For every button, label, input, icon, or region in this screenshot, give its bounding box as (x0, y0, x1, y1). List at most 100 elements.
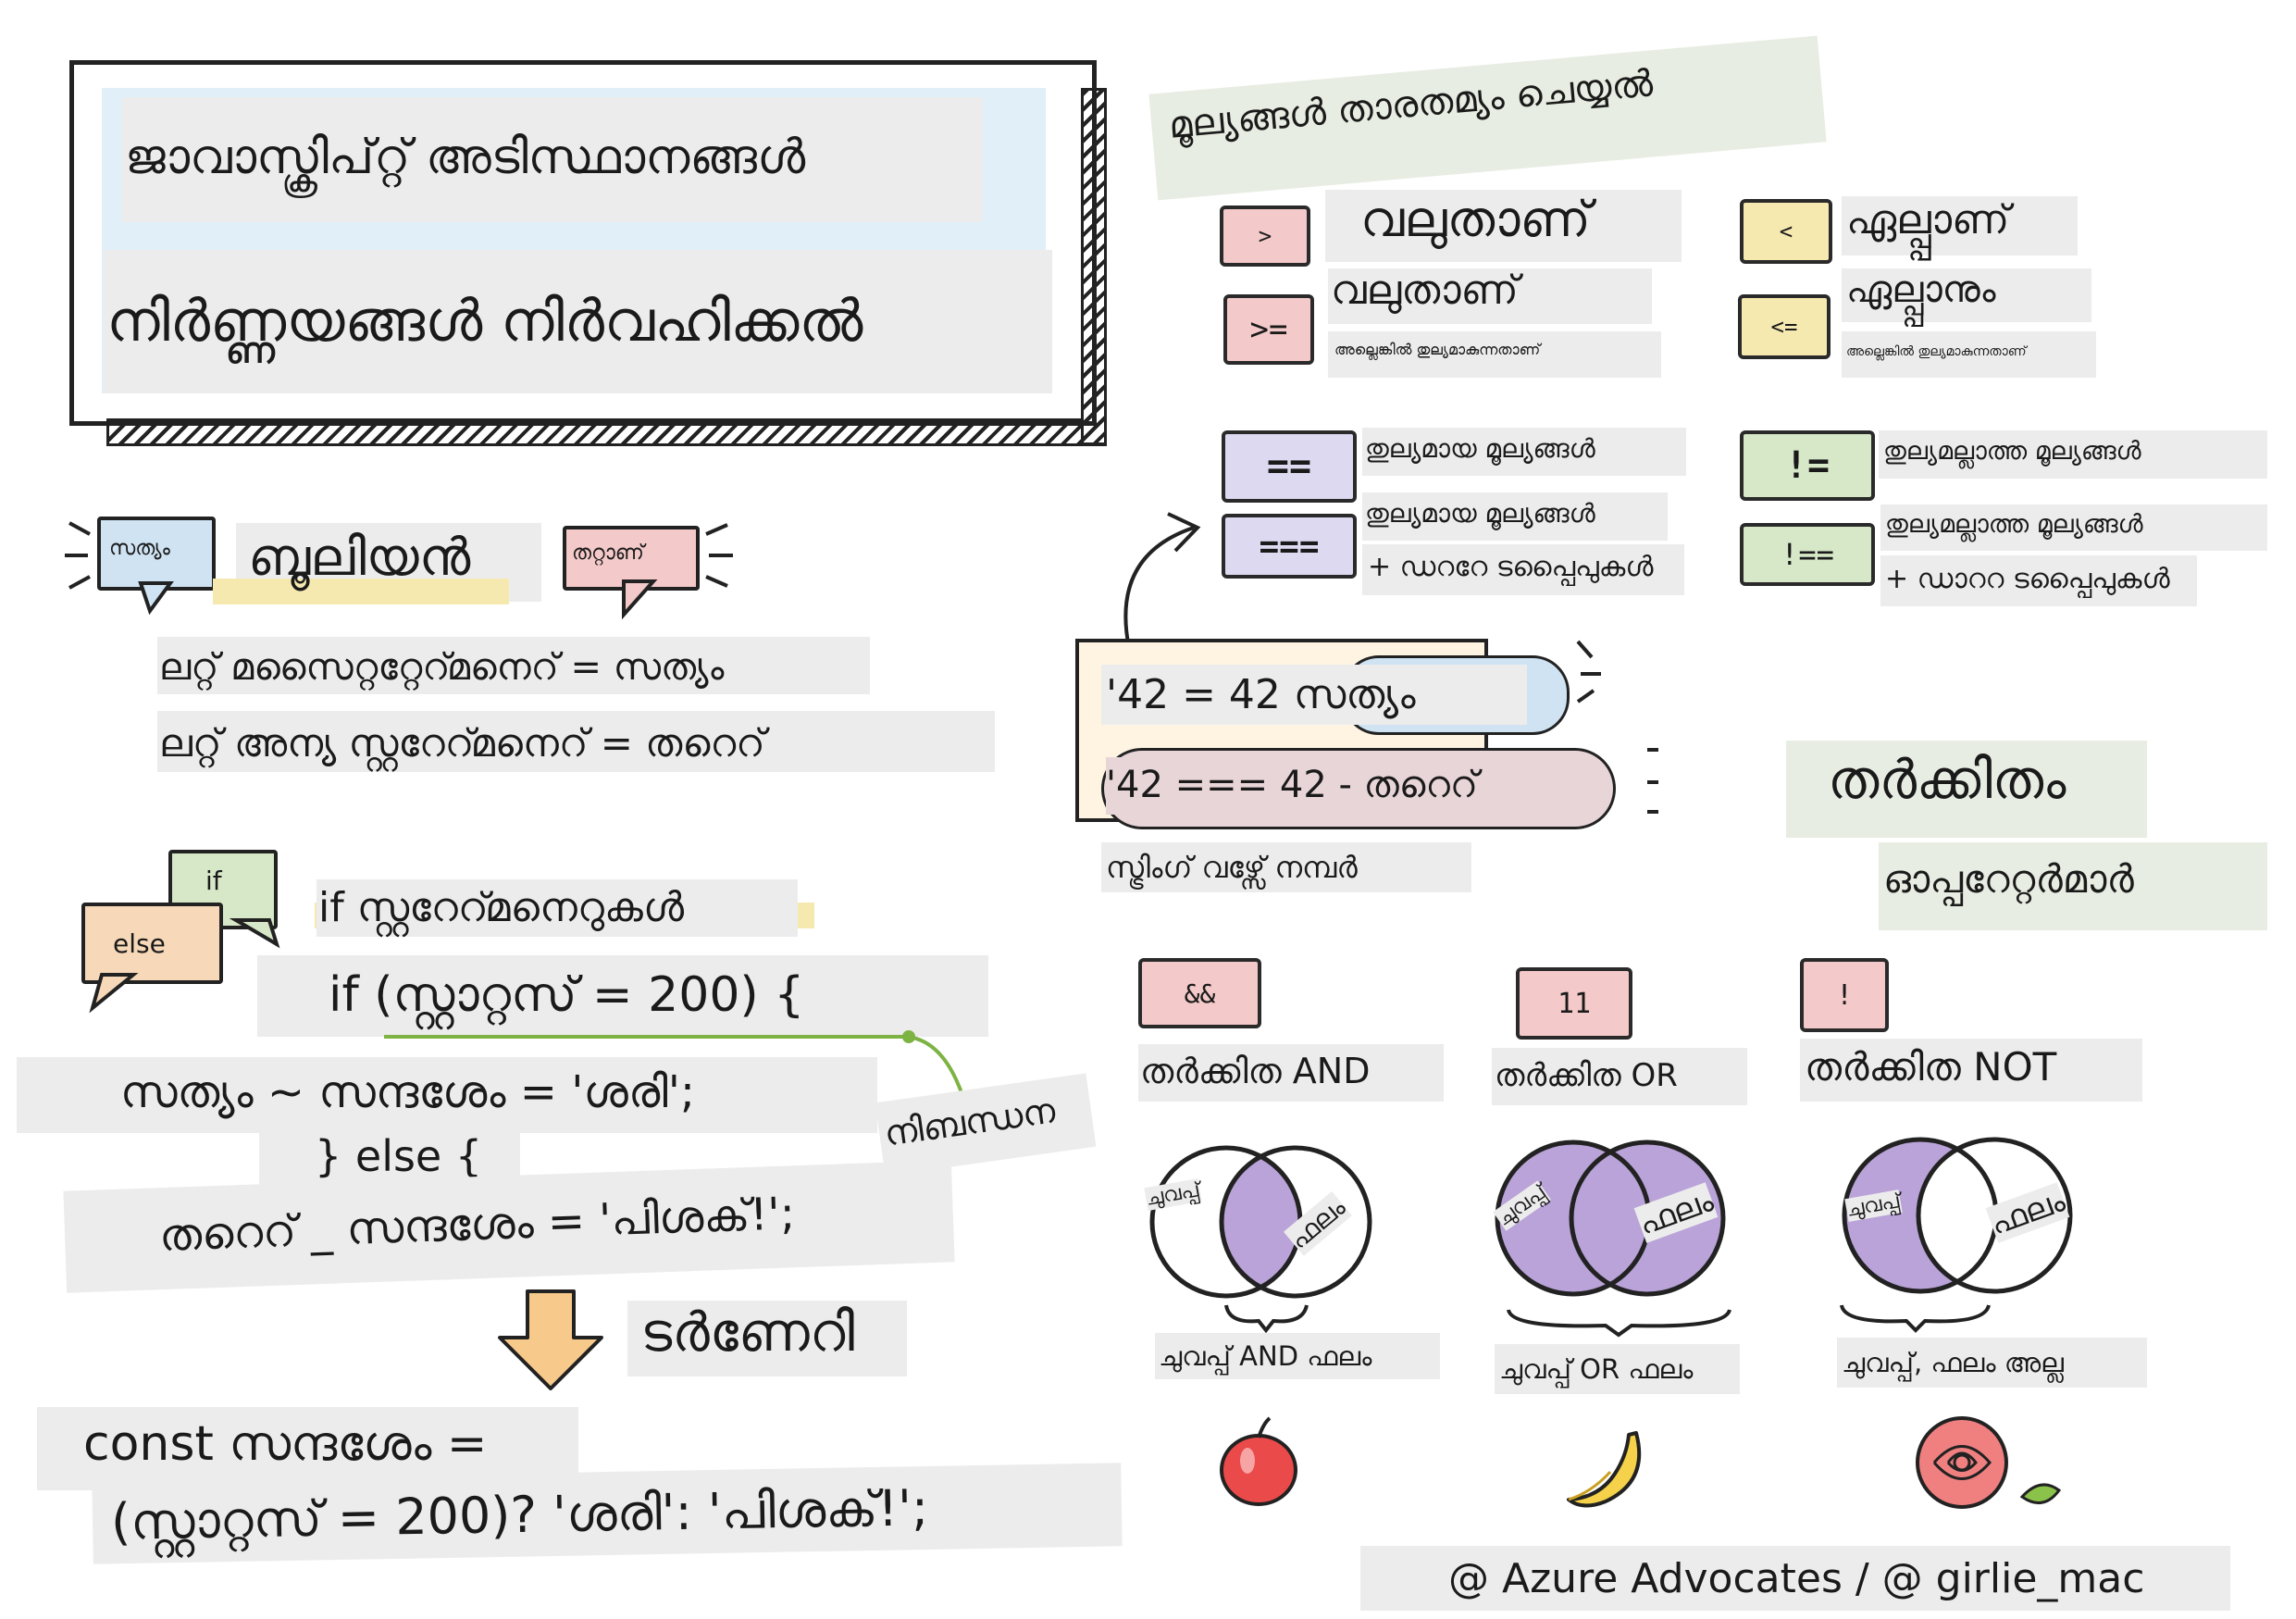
if-heading-highlight (316, 879, 798, 937)
title-line1-highlight (122, 97, 983, 222)
curved-arrow-icon (1123, 512, 1201, 649)
not-equal-label-highlight (1879, 430, 2267, 479)
strict-equal-label1: തുല്യമായ മൂല്യങ്ങൾ (1365, 498, 1595, 529)
apple-icon (1220, 1416, 1297, 1506)
else-speech-bubble-icon (81, 903, 223, 984)
if-code1-highlight (257, 955, 988, 1037)
and-venn-diagram (1149, 1145, 1372, 1299)
ternary-code1: const സന്ദശേം = (83, 1416, 488, 1472)
greater-than-label-highlight (1325, 190, 1682, 262)
not-brace-icon (1840, 1304, 1991, 1333)
less-equal-symbol: <= (1770, 314, 1798, 340)
less-equal-sub: അല്ലെങ്കിൽ തുല്യമാകുന്നതാണ് (1846, 344, 2027, 359)
false-bubble-label: തറ്റാണ് (572, 542, 644, 565)
less-equal-label: ഏല്പ്പാനും (1846, 268, 1996, 311)
not-label: തർക്കിത NOT (1805, 1044, 2057, 1090)
and-brace-icon (1224, 1304, 1309, 1334)
logical-heading2: ഓപ്പറേറ്റർമാർ (1883, 856, 2134, 902)
or-caption: ചുവപ്പ് OR ഫലം (1499, 1353, 1694, 1385)
greater-equal-symbol: >= (1249, 311, 1288, 348)
not-caption-highlight (1837, 1338, 2147, 1388)
example1-sparks-icon (1576, 640, 1601, 704)
equal-symbol-box: == (1222, 430, 1357, 503)
strict-not-equal-label1: തുല്യമല്ലാത്ത മൂല്യങ്ങൾ (1885, 510, 2143, 539)
boolean-line1: ലറ്റ് മസൈറ്ററ്റേറ്മനെറ് = സത്യം (159, 646, 725, 689)
less-equal-label-highlight (1842, 268, 2091, 322)
boolean-heading: ബൂലിയൻ (248, 528, 471, 588)
else-bubble-tail-icon (89, 973, 139, 1014)
less-equal-sub-highlight (1842, 331, 2096, 378)
and-symbol: && (1184, 978, 1216, 1009)
if-heading: if സ്റ്ററേറ്മനെറുകൾ (318, 884, 685, 931)
strict-not-equal-label2-highlight (1880, 555, 2197, 606)
credit: @ Azure Advocates / @ girlie_mac (1448, 1555, 2145, 1602)
true-bubble-label: സത്യം (109, 537, 170, 560)
example1-highlight (1101, 665, 1527, 725)
or-label: തർക്കിത OR (1495, 1057, 1678, 1094)
strict-not-equal-label1-highlight (1880, 504, 2267, 551)
logical-heading1: തർക്കിതം (1828, 748, 2066, 811)
or-symbol-box: 11 (1516, 967, 1632, 1040)
greater-equal-label: വലുതാണ് (1331, 267, 1519, 314)
if-bubble-label: if (205, 866, 222, 896)
not-label-highlight (1800, 1039, 2142, 1102)
title-line2: നിർണ്ണയങ്ങൾ നിർവഹിക്കൽ (106, 287, 863, 355)
strict-equal-label1-highlight (1362, 492, 1668, 541)
example2-highlight (1106, 757, 1578, 815)
example-caption: സ്ട്രിംഗ് വഴ്സേ് നമ്പർ (1106, 850, 1358, 885)
false-bubble-tail-icon (622, 579, 658, 620)
false-bubble-sparks-icon (705, 523, 733, 588)
or-brace-icon (1507, 1309, 1731, 1338)
strict-equal-label2-highlight (1362, 544, 1684, 595)
logical-heading1-highlight (1786, 741, 2147, 838)
not-symbol-box: ! (1800, 958, 1889, 1032)
strict-equal-symbol-box: === (1222, 514, 1357, 579)
equal-label: തുല്യമായ മൂല്യങ്ങൾ (1365, 433, 1595, 464)
or-label-highlight (1492, 1048, 1747, 1105)
if-code2: സത്യം ~ സന്ദശേം = 'ശരി'; (120, 1066, 696, 1118)
strict-equal-label2: + ഡററേ ടപ്പൈപുകൾ (1368, 551, 1654, 583)
true-bubble-tail-icon (138, 581, 174, 616)
if-bubble-tail-icon (229, 918, 280, 949)
and-label-highlight (1138, 1044, 1444, 1102)
and-caption-highlight (1155, 1333, 1440, 1379)
less-than-label-highlight (1842, 196, 2078, 255)
and-label: തർക്കിത AND (1140, 1051, 1371, 1091)
less-than-label: ഏല്പ്പാണ് (1846, 196, 2010, 243)
strict-not-equal-symbol-box: !== (1740, 523, 1875, 586)
greater-than-symbol-box: > (1220, 205, 1310, 267)
not-symbol: ! (1835, 978, 1854, 1012)
greater-equal-label-highlight (1328, 268, 1652, 324)
down-arrow-icon (498, 1289, 603, 1390)
boolean-line2: ലറ്റ് അന്യ സ്റ്ററേറ്മനെറ് = തറെറ് (159, 720, 765, 766)
example-caption-highlight (1101, 842, 1471, 892)
strict-not-equal-symbol: !== (1781, 537, 1834, 572)
not-equal-symbol: != (1784, 444, 1831, 487)
greater-than-symbol: > (1258, 223, 1272, 249)
true-bubble-sparks-icon (65, 521, 91, 590)
if-code3: } else { (315, 1131, 483, 1181)
or-caption-highlight (1495, 1344, 1740, 1394)
boolean-heading-yellow-wash (213, 579, 509, 604)
greater-than-label: വലുതാണ് (1360, 190, 1591, 248)
equal-label-highlight (1362, 428, 1686, 476)
not-equal-label: തുല്യമല്ലാത്ത മൂല്യങ്ങൾ (1883, 437, 2141, 466)
ternary-heading: ടർണേറി (640, 1301, 855, 1364)
title-frame (69, 60, 1097, 426)
not-equal-symbol-box: != (1740, 430, 1875, 501)
equal-symbol: == (1266, 445, 1312, 488)
else-bubble-label: else (113, 928, 166, 959)
title-line2-highlight (104, 250, 1052, 393)
boolean-line2-highlight (157, 711, 995, 772)
strict-equal-symbol: === (1259, 527, 1320, 566)
example1: '42 = 42 സത്യം (1106, 671, 1416, 718)
true-speech-bubble-icon (97, 517, 216, 591)
less-than-symbol-box: < (1740, 199, 1832, 264)
greater-equal-symbol-box: >= (1223, 294, 1314, 365)
ternary-heading-highlight (627, 1301, 907, 1376)
if-code2-highlight (17, 1057, 877, 1133)
and-caption: ചുവപ്പ് AND ഫലം (1159, 1340, 1372, 1372)
logical-heading2-highlight (1879, 842, 2267, 930)
or-symbol: 11 (1557, 987, 1592, 1020)
if-code1: if (സ്റ്റാറ്റസ് = 200) { (329, 967, 805, 1023)
